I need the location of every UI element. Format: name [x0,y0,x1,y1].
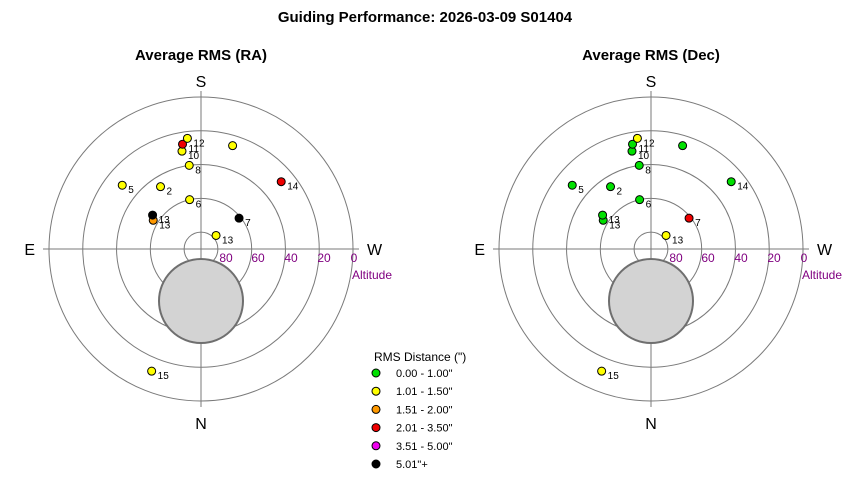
legend-item-label: 3.51 - 5.00" [396,441,453,453]
data-point [684,213,694,223]
point-label: 6 [196,200,202,211]
data-point [184,160,194,170]
legend-item-label: 1.51 - 2.00" [396,404,453,416]
legend-marker [371,441,381,451]
data-point [211,230,221,240]
point-label: 13 [609,215,621,226]
point-label: 14 [287,182,299,193]
point-label: 13 [222,235,234,246]
zenith-obstruction [158,258,244,344]
compass-south: S [196,74,207,91]
ring-label: 0 [351,251,358,265]
compass-west: W [367,242,383,259]
data-point [632,133,642,143]
zenith-obstruction [608,258,694,344]
ring-label: 80 [219,251,233,265]
point-label: 8 [195,165,201,176]
data-point [156,182,166,192]
legend-marker [371,368,381,378]
point-label: 5 [128,185,134,196]
legend-item-label: 0.00 - 1.00" [396,368,453,380]
plot-title: Average RMS (Dec) [582,47,720,64]
data-point [634,160,644,170]
point-label: 5 [578,185,584,196]
data-point [597,366,607,376]
point-label: 2 [167,187,173,198]
data-point [276,177,286,187]
point-label: 13 [609,220,621,231]
ring-label: 40 [734,251,748,265]
point-label: 7 [245,218,251,229]
data-point [628,139,638,149]
ring-label: 0 [801,251,808,265]
data-point [567,180,577,190]
compass-north: N [645,416,657,433]
compass-south: S [646,74,657,91]
ring-label: 60 [251,251,265,265]
data-point [148,210,158,220]
point-label: 11 [189,144,200,155]
compass-east: E [474,242,485,259]
point-label: 14 [737,182,749,193]
point-label: 10 [188,151,200,162]
legend-title: RMS Distance (") [374,350,466,364]
data-point [726,177,736,187]
data-point [606,182,616,192]
legend-marker [371,423,381,433]
compass-west: W [817,242,833,259]
data-point [678,141,688,151]
point-label: 12 [643,138,655,149]
data-point [661,230,671,240]
point-label: 13 [159,220,171,231]
legend: RMS Distance (") 0.00 - 1.00" 1.01 - 1.50"… [371,350,466,471]
legend-marker [371,459,381,469]
ring-label: 60 [701,251,715,265]
point-label: 13 [159,215,171,226]
point-label: 6 [646,200,652,211]
point-label: 11 [639,144,650,155]
data-point [117,180,127,190]
data-point [182,133,192,143]
data-point [234,213,244,223]
data-point [228,141,238,151]
point-label: 2 [617,187,623,198]
legend-item-label: 2.01 - 3.50" [396,423,453,435]
ring-label: 80 [669,251,683,265]
point-label: 15 [158,371,170,382]
point-label: 8 [645,165,651,176]
main-title: Guiding Performance: 2026-03-09 S01404 [277,9,573,26]
plot-title: Average RMS (RA) [135,47,267,64]
ring-label: 40 [284,251,298,265]
data-point [185,195,195,205]
point-label: 15 [608,371,620,382]
legend-item-label: 1.01 - 1.50" [396,386,453,398]
legend-item-label: 5.01"+ [396,459,428,471]
ring-label: 20 [317,251,331,265]
legend-marker [371,404,381,414]
data-point [147,366,157,376]
data-point [178,139,188,149]
ring-label: 20 [767,251,781,265]
legend-marker [371,386,381,396]
point-label: 7 [695,218,701,229]
point-label: 12 [193,138,205,149]
point-label: 13 [672,235,684,246]
compass-north: N [195,416,207,433]
data-point [635,195,645,205]
compass-east: E [24,242,35,259]
point-label: 10 [638,151,650,162]
altitude-axis-label: Altitude [352,268,392,282]
data-point [598,210,608,220]
altitude-axis-label: Altitude [802,268,842,282]
